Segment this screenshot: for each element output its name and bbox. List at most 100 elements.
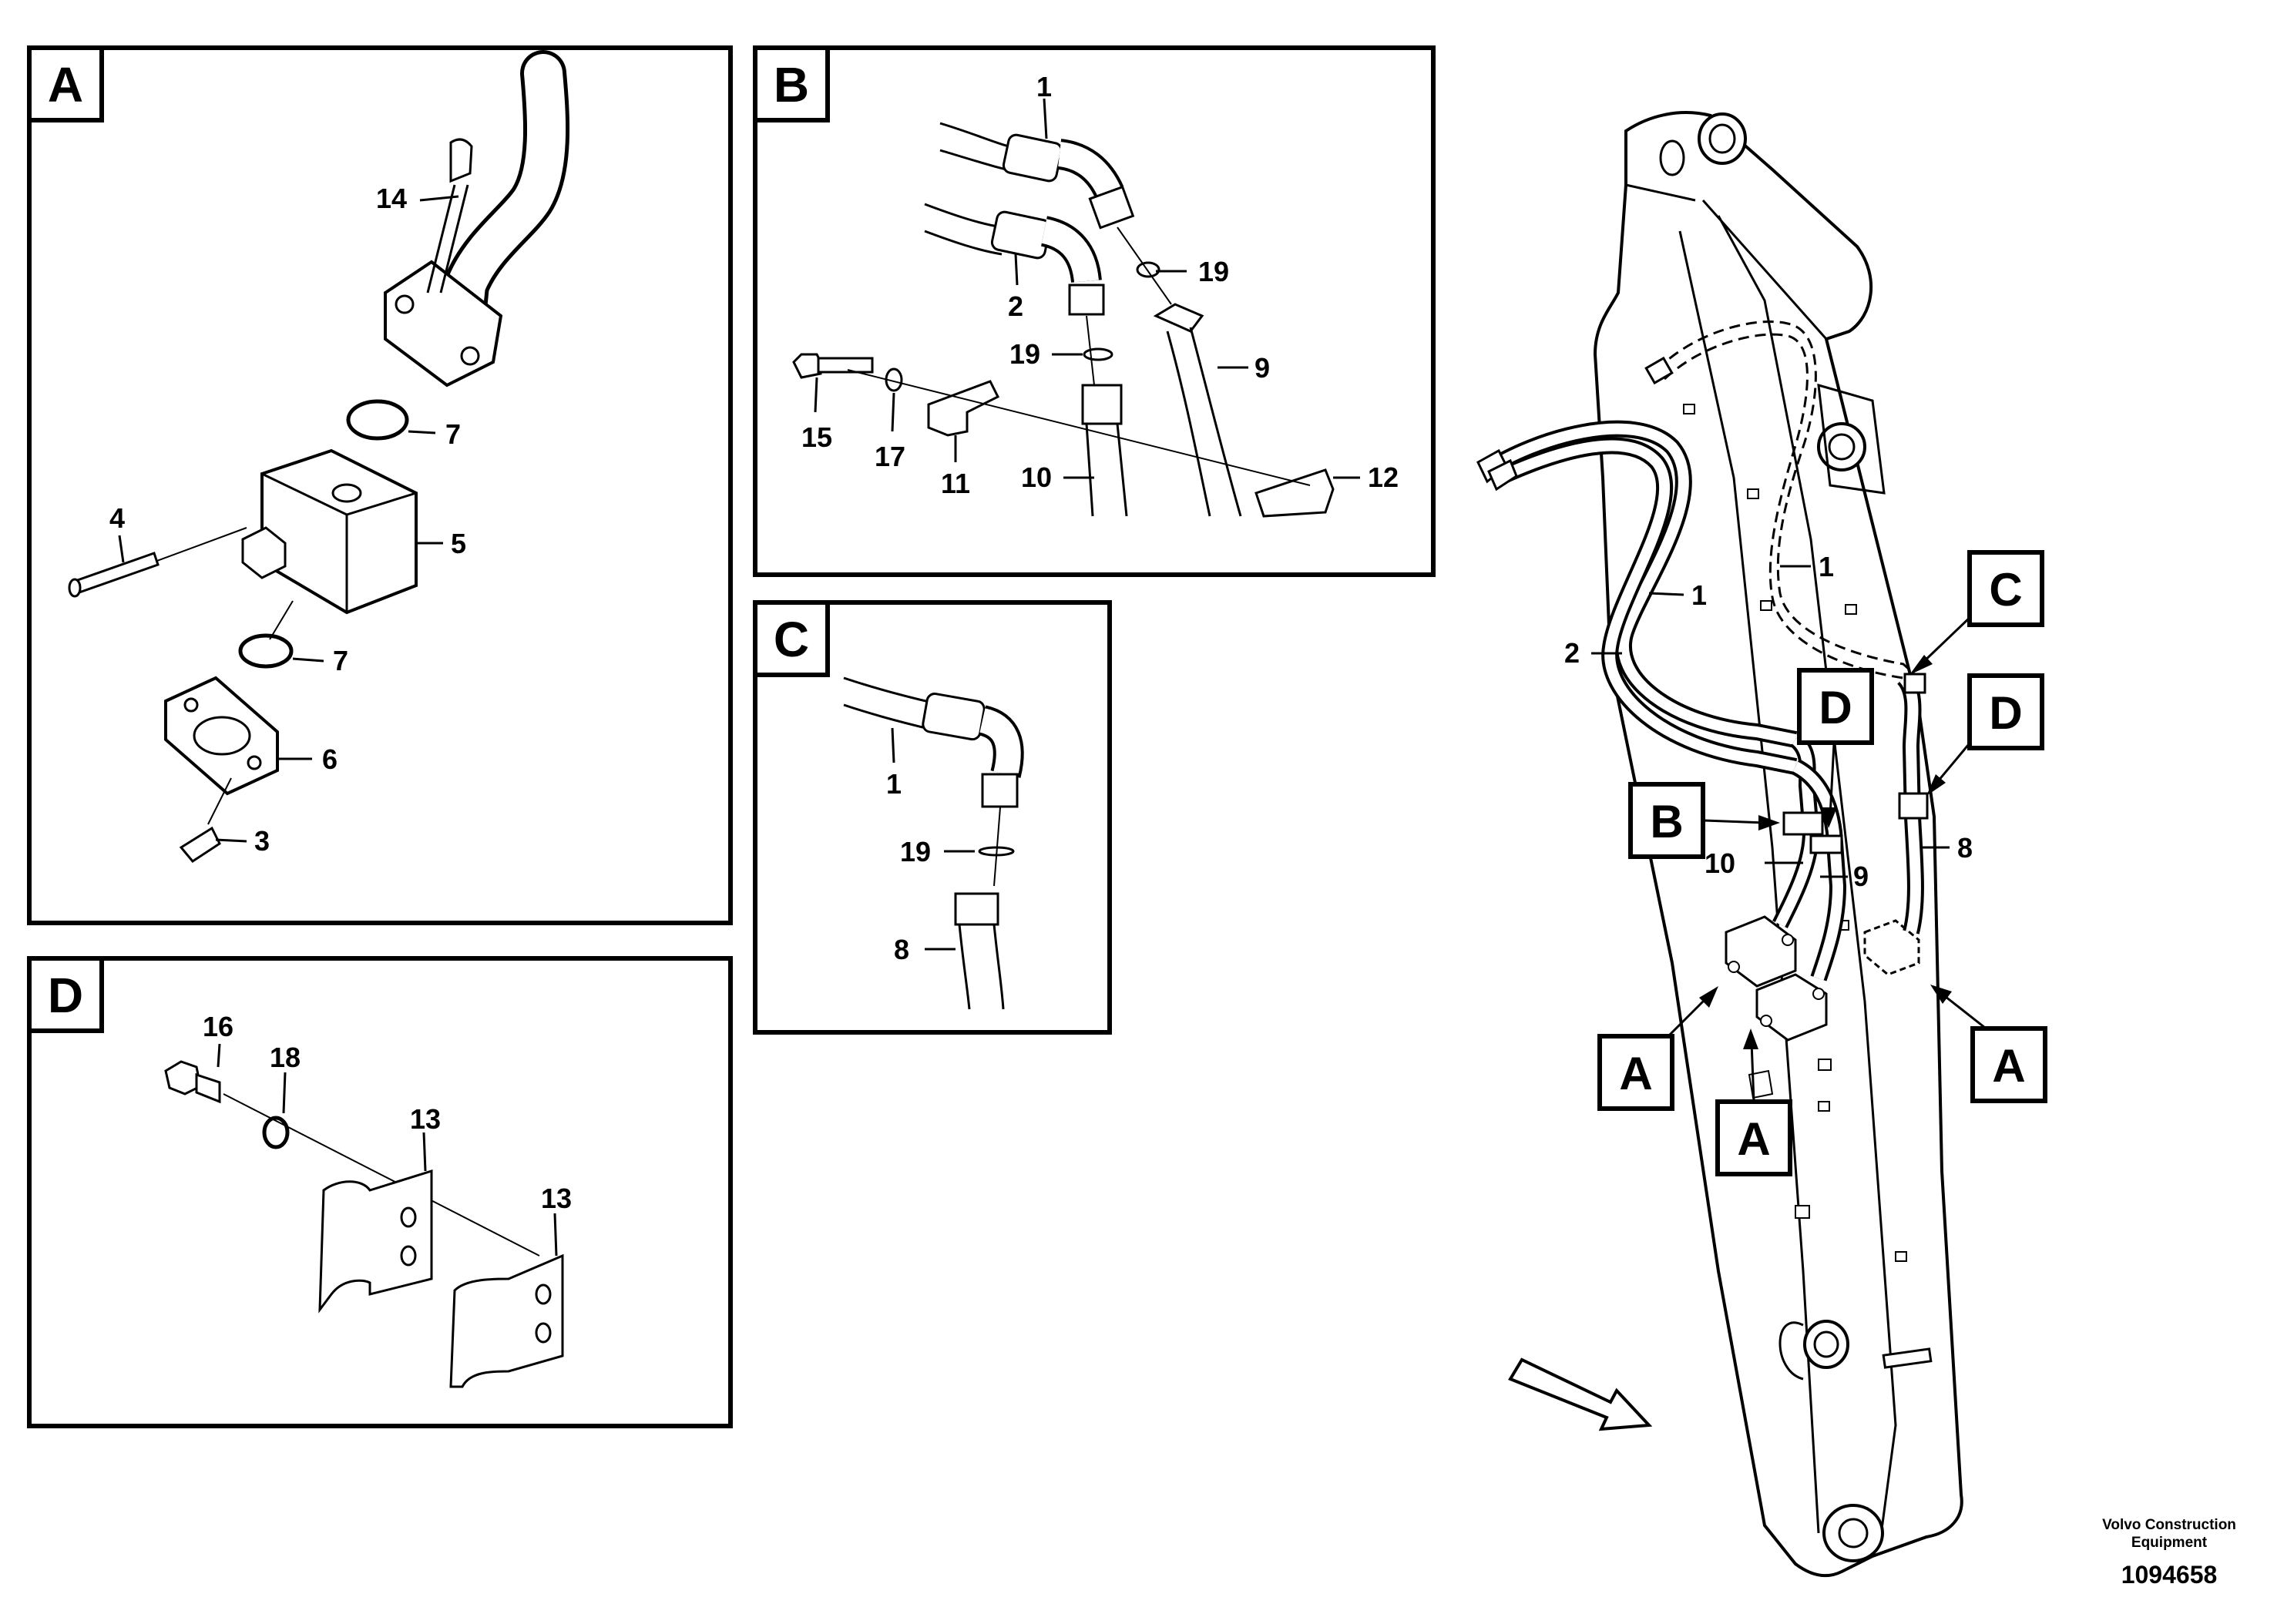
clamp-d-right (1898, 792, 1929, 820)
leader-7 (408, 430, 436, 435)
main-callout-10: 10 (1705, 847, 1735, 879)
block-bolt (1812, 988, 1825, 1000)
lower-pivot (1803, 1320, 1849, 1369)
block-a-hidden (1863, 919, 1920, 976)
clamp-11 (927, 380, 1000, 437)
panel-a: A (27, 45, 733, 925)
fitting-2 (990, 210, 1052, 260)
hose-2-line (924, 230, 1003, 256)
boss (1818, 1101, 1830, 1112)
bolt-15-head (792, 353, 822, 379)
callout-14: 14 (376, 183, 407, 214)
screw-3-line (207, 777, 232, 825)
clamp-b (1782, 811, 1824, 836)
hose-8-line (992, 924, 1005, 1010)
tip-pivot-bore (1838, 1518, 1869, 1549)
flange-bore (193, 716, 251, 756)
boom-edges (1701, 200, 1897, 1542)
bolt-axis (223, 1093, 540, 1257)
direction-arrow-icon (1508, 1357, 1653, 1431)
center-line (269, 600, 294, 640)
nut-c (981, 773, 1019, 808)
screw-14-shaft (426, 184, 456, 294)
panel-a-letter: A (48, 57, 83, 112)
ref-c-arrow-line (1917, 613, 1974, 668)
main-callout-2: 2 (1564, 637, 1580, 669)
ref-d2-arrowhead (1926, 774, 1946, 796)
nut-2 (1068, 284, 1105, 316)
elbow-2-fill (1041, 219, 1099, 284)
pivot-lug (1659, 139, 1685, 176)
o-ring-19-c (978, 846, 1015, 857)
leader-14 (419, 195, 459, 202)
pivot-boss (1778, 1321, 1804, 1381)
o-ring-7-bottom (238, 633, 294, 669)
o-ring-19-b (1083, 347, 1113, 361)
main-callout-1: 1 (1691, 579, 1707, 611)
ref-d1-arrow-line (1829, 743, 1836, 817)
leader-16 (217, 1043, 221, 1068)
bolt-15-shaft (817, 357, 874, 374)
boom-overview: 1 1 2 10 9 8 C D D B A A A (1476, 111, 2047, 1578)
block-5-edges (261, 472, 417, 612)
clamp-13-left (318, 1169, 433, 1314)
hose-2-line (924, 203, 1003, 229)
ref-box-d2 (1967, 673, 2044, 750)
leader-15 (814, 377, 818, 413)
callout-7: 7 (445, 418, 461, 450)
panel-d: D 16 18 13 13 (27, 956, 733, 1428)
boss (1895, 1251, 1907, 1262)
top-pivot-bore (1708, 123, 1736, 154)
leader-13b (553, 1213, 558, 1257)
hose-9-line (1189, 327, 1242, 517)
screw-14-head (449, 138, 473, 183)
footer: Volvo Construction Equipment 1094658 (2102, 1517, 2236, 1589)
ref-d2-arrow-line (1933, 739, 1974, 787)
callout-16: 16 (203, 1011, 233, 1042)
ref-d1-arrowhead (1822, 807, 1837, 828)
leader-1 (1648, 592, 1684, 596)
boss (1845, 604, 1857, 615)
callout-18: 18 (270, 1042, 301, 1073)
leader-13a (422, 1132, 427, 1172)
top-pivot (1698, 112, 1747, 165)
ref-c-letter: C (1989, 564, 2022, 616)
leader-7b (292, 657, 324, 663)
ref-box-c (1967, 550, 2044, 627)
ref-box-b (1628, 782, 1705, 859)
callout-19: 19 (900, 836, 931, 867)
tip-pivot (1822, 1504, 1884, 1562)
flange-hole (183, 697, 199, 713)
leader-1 (891, 727, 895, 763)
hidden-fitting (1644, 356, 1674, 385)
clamp-hole (400, 1245, 417, 1267)
center-line (1117, 226, 1172, 305)
ref-a3-letter: A (1992, 1040, 2025, 1092)
ref-a2-arrow-line (1750, 1041, 1755, 1102)
screw-3 (179, 826, 221, 863)
panel-d-letter: D (48, 968, 83, 1023)
panel-d-label-box (27, 956, 104, 1033)
leader-2 (1014, 253, 1019, 286)
main-callout-9: 9 (1853, 861, 1869, 892)
boss (1818, 1059, 1832, 1071)
block-bolt (1782, 934, 1794, 946)
elbow-c-fill (979, 708, 1021, 777)
clamp-hole (400, 1206, 417, 1228)
leader-17 (891, 392, 895, 432)
callout-5: 5 (451, 528, 466, 559)
callout-9: 9 (1254, 352, 1270, 384)
hose-2-fill (1496, 440, 1797, 772)
cylinder-mount (1817, 422, 1866, 471)
clamp-hole (535, 1283, 552, 1305)
cylinder-bracket (1817, 383, 1886, 495)
ref-c-arrowhead (1909, 655, 1933, 675)
top-flange (384, 260, 503, 388)
callout-2: 2 (1008, 290, 1023, 322)
panel-d-frame (27, 956, 733, 1428)
ref-b-arrowhead (1758, 815, 1780, 830)
block-5 (260, 448, 418, 615)
block-bolt (1728, 961, 1740, 973)
ref-a1-letter: A (1619, 1048, 1652, 1099)
